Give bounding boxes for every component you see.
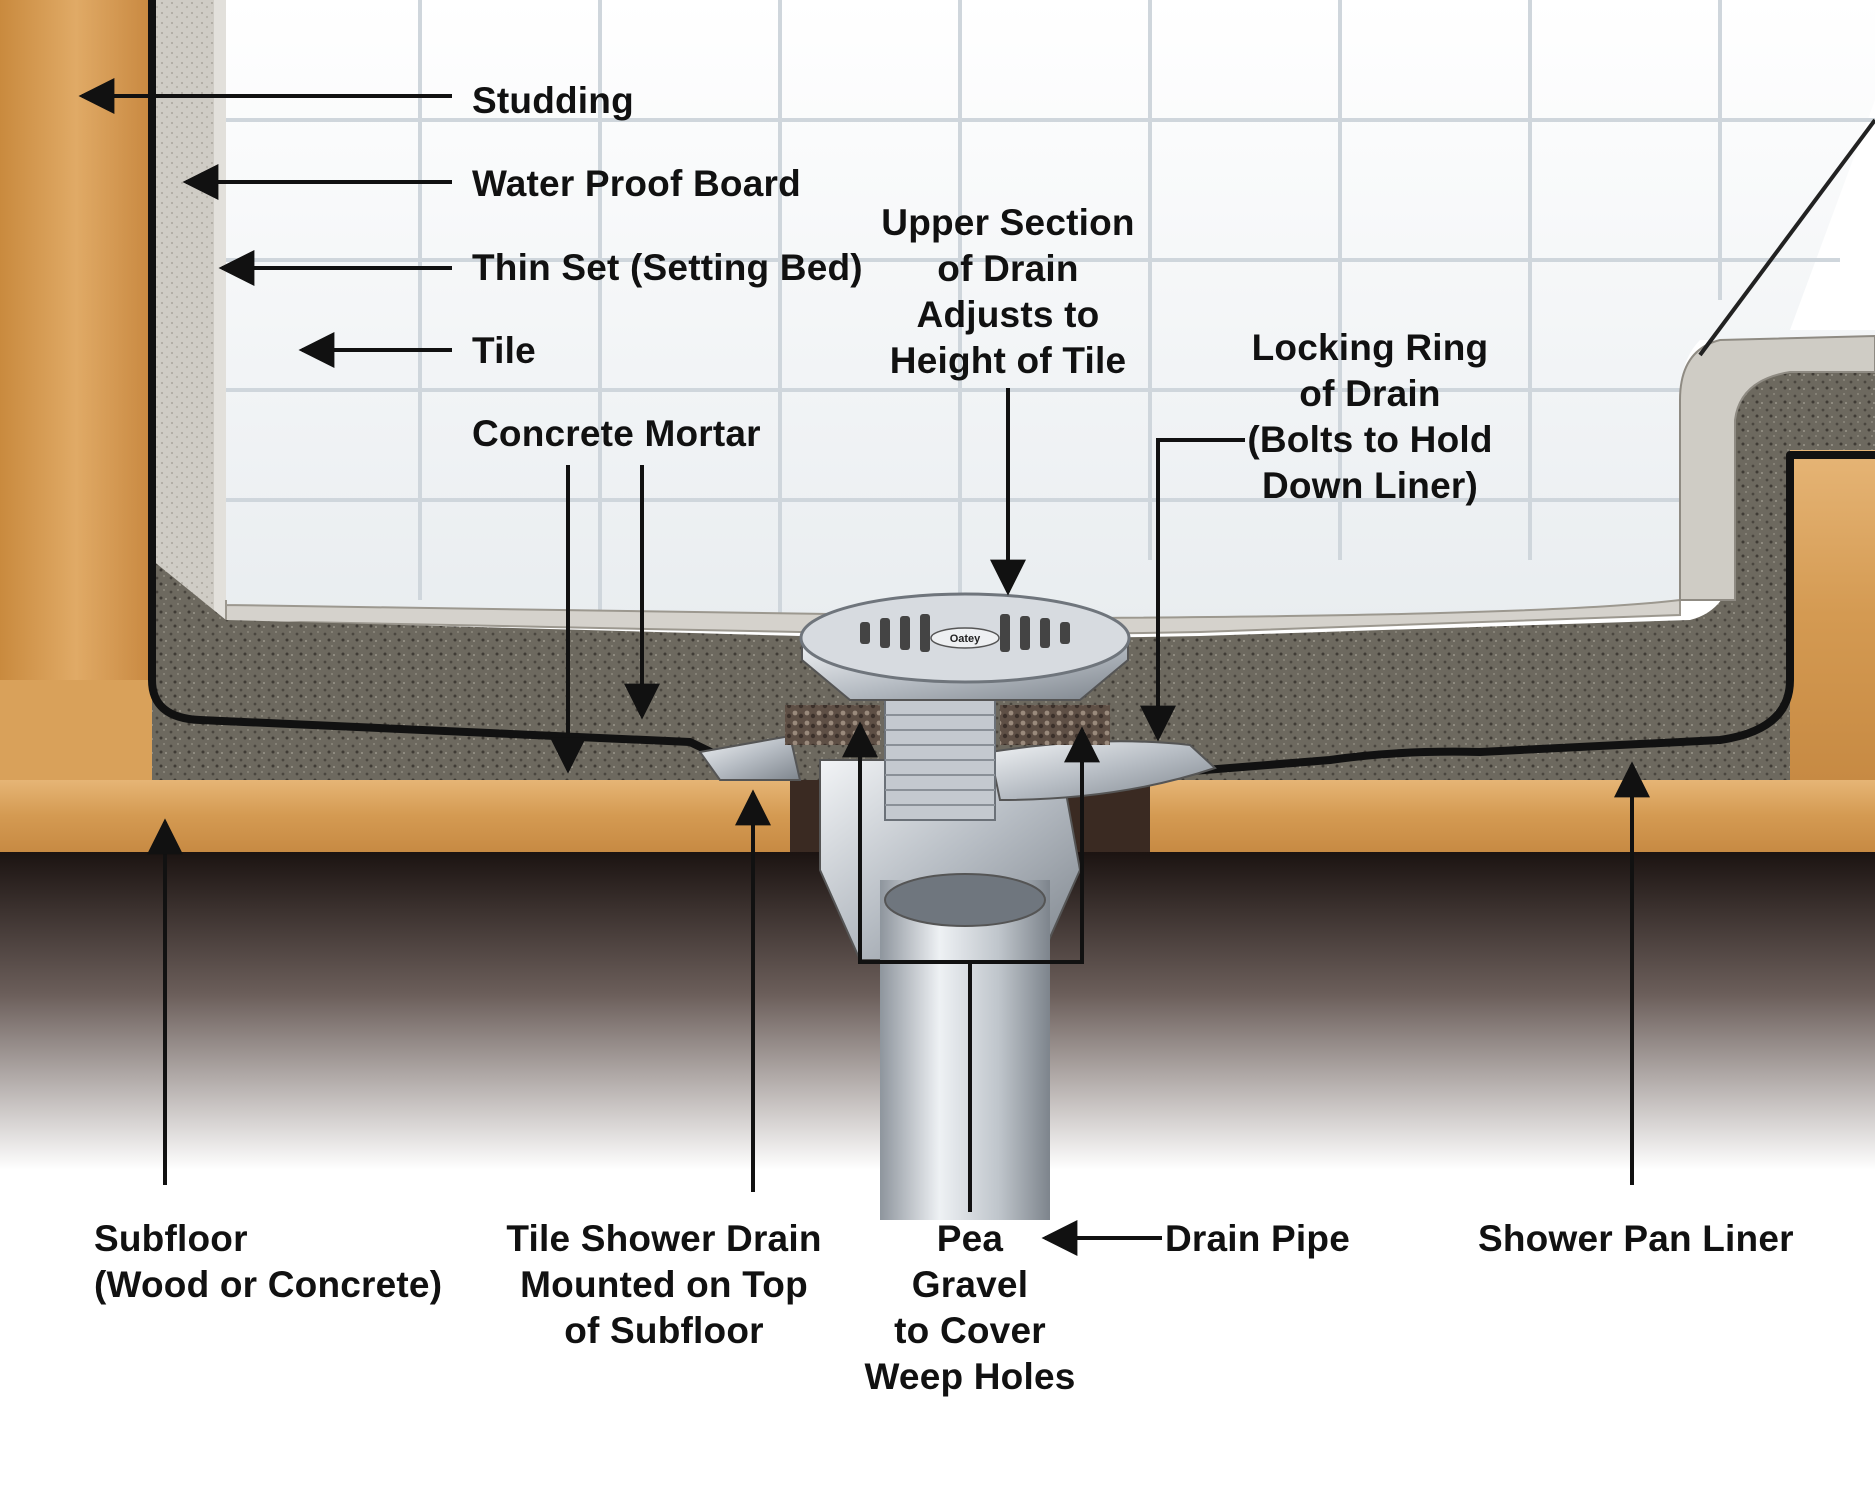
tile-surface bbox=[226, 0, 1875, 620]
label-locking-ring: Locking Ring of Drain (Bolts to Hold Dow… bbox=[1247, 325, 1492, 509]
grate-slots bbox=[860, 614, 1070, 652]
label-tile-shower-drain-line2: Mounted on Top bbox=[520, 1264, 808, 1305]
label-pea-gravel-line1: Pea bbox=[936, 1218, 1004, 1259]
label-shower-pan-liner-text: Shower Pan Liner bbox=[1478, 1218, 1794, 1259]
label-studding-text: Studding bbox=[472, 80, 634, 121]
label-locking-ring-line1: Locking Ring bbox=[1251, 327, 1489, 368]
arrow-locking-ring bbox=[1140, 438, 1245, 742]
label-water-proof-board: Water Proof Board bbox=[472, 161, 801, 207]
label-subfloor: Subfloor (Wood or Concrete) bbox=[94, 1216, 442, 1308]
leader-lines bbox=[78, 78, 1650, 1256]
pea-gravel-bracket bbox=[842, 721, 972, 1212]
drain-pipe bbox=[880, 880, 1050, 1220]
pea-gravel-bracket-right bbox=[970, 726, 1100, 964]
label-studding: Studding bbox=[472, 78, 634, 124]
label-concrete-mortar: Concrete Mortar bbox=[472, 411, 761, 457]
label-locking-ring-line3: (Bolts to Hold bbox=[1247, 419, 1493, 460]
pea-gravel-left bbox=[785, 705, 880, 745]
tile-shower-drain: Oatey bbox=[698, 592, 1217, 1220]
subfloor-left-end bbox=[0, 680, 152, 780]
label-drain-pipe: Drain Pipe bbox=[1165, 1216, 1350, 1262]
label-shower-pan-liner: Shower Pan Liner bbox=[1478, 1216, 1794, 1262]
concrete-mortar bbox=[152, 370, 1875, 780]
drain-logo-text: Oatey bbox=[950, 633, 981, 645]
label-pea-gravel-line4: Weep Holes bbox=[864, 1356, 1076, 1397]
water-proof-board bbox=[152, 0, 214, 680]
label-tile-shower-drain-line3: of Subfloor bbox=[564, 1310, 764, 1351]
label-upper-section-line4: Height of Tile bbox=[889, 340, 1127, 381]
right-studding bbox=[1790, 450, 1875, 780]
label-thin-set: Thin Set (Setting Bed) bbox=[472, 245, 863, 291]
thread-lines bbox=[885, 714, 995, 806]
label-drain-pipe-text: Drain Pipe bbox=[1165, 1218, 1350, 1259]
label-pea-gravel-line3: to Cover bbox=[894, 1310, 1046, 1351]
label-tile-shower-drain: Tile Shower Drain Mounted on Top of Subf… bbox=[506, 1216, 821, 1354]
label-upper-section-line3: Adjusts to bbox=[916, 294, 1100, 335]
label-tile-shower-drain-line1: Tile Shower Drain bbox=[506, 1218, 822, 1259]
label-locking-ring-line2: of Drain bbox=[1299, 373, 1441, 414]
pea-gravel-right bbox=[1000, 705, 1110, 745]
label-locking-ring-line4: Down Liner) bbox=[1262, 465, 1478, 506]
drain-logo-badge bbox=[930, 627, 1000, 649]
drain-flange-left bbox=[698, 734, 802, 781]
label-subfloor-line2: (Wood or Concrete) bbox=[94, 1264, 443, 1305]
label-upper-section-line1: Upper Section bbox=[881, 202, 1135, 243]
label-pea-gravel: Pea Gravel to Cover Weep Holes bbox=[864, 1216, 1075, 1400]
label-upper-section: Upper Section of Drain Adjusts to Height… bbox=[881, 200, 1134, 384]
tile-grid bbox=[226, 0, 1875, 615]
label-subfloor-line1: Subfloor bbox=[94, 1218, 248, 1259]
label-concrete-mortar-text: Concrete Mortar bbox=[472, 413, 761, 454]
shower-pan-liner bbox=[148, 0, 1875, 776]
drain-pipe-opening bbox=[884, 873, 1046, 927]
label-thin-set-text: Thin Set (Setting Bed) bbox=[472, 247, 863, 288]
thin-set-layer bbox=[214, 0, 226, 620]
right-wall-board bbox=[1679, 334, 1875, 601]
studding bbox=[0, 0, 152, 680]
label-tile-text: Tile bbox=[472, 330, 536, 371]
label-pea-gravel-line2: Gravel bbox=[911, 1264, 1029, 1305]
label-water-proof-board-text: Water Proof Board bbox=[472, 163, 801, 204]
right-wall-edge bbox=[1698, 118, 1875, 357]
label-tile: Tile bbox=[472, 328, 536, 374]
label-upper-section-line2: of Drain bbox=[937, 248, 1079, 289]
